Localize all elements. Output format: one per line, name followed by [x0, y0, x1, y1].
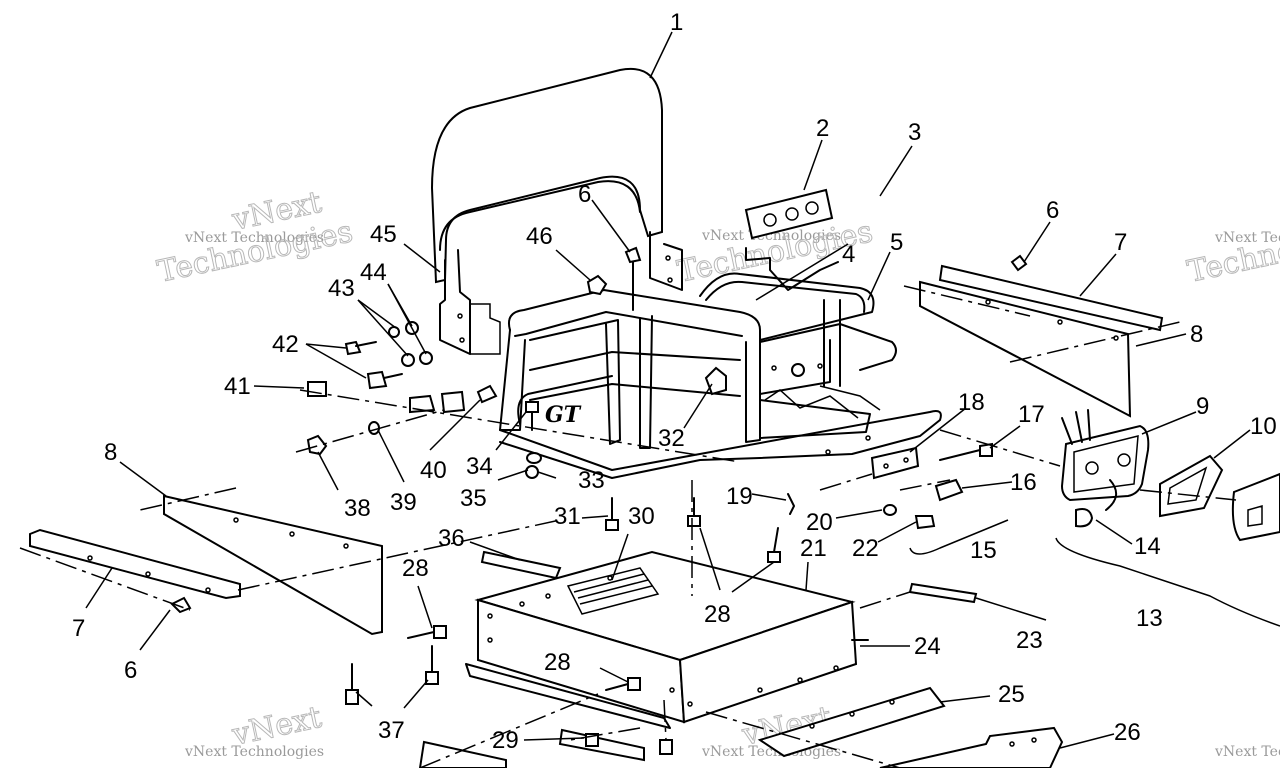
watermark-small: vNext Technologies	[184, 744, 324, 760]
left-side-panel	[29, 494, 383, 636]
callout-15: 15	[970, 537, 997, 564]
callout-34: 34	[466, 453, 493, 480]
leader-lines	[85, 31, 1251, 749]
hardware-left	[306, 246, 642, 479]
callout-1: 1	[670, 9, 683, 36]
callout-33: 33	[578, 467, 605, 494]
callout-41: 41	[224, 373, 251, 400]
watermark-small: vNext Technologies	[1214, 744, 1280, 760]
callout-26: 26	[1114, 719, 1141, 746]
callout-5: 5	[890, 229, 903, 256]
callout-6: 6	[1046, 197, 1059, 224]
callout-36: 36	[438, 525, 465, 552]
callout-37: 37	[378, 717, 405, 744]
callout-labels: 1 2 3 4 5 6 6 6 7 7 8 8 9 10 13 14 15 16…	[72, 9, 1277, 754]
callout-19: 19	[726, 483, 753, 510]
frame-badge: GT	[545, 402, 582, 428]
callout-44: 44	[360, 259, 387, 286]
callout-3: 3	[908, 119, 921, 146]
callout-18: 18	[958, 389, 985, 416]
callout-43: 43	[328, 275, 355, 302]
callout-4: 4	[842, 241, 855, 268]
storage-box	[465, 550, 869, 729]
callout-40: 40	[420, 457, 447, 484]
watermark-small: vNext Technologies	[701, 228, 841, 244]
callout-14: 14	[1134, 533, 1161, 560]
callout-20: 20	[806, 509, 833, 536]
callout-39: 39	[390, 489, 417, 516]
fasteners	[345, 497, 781, 755]
callout-6: 6	[578, 181, 591, 208]
right-side-panel	[919, 254, 1164, 418]
callout-16: 16	[1010, 469, 1037, 496]
callout-23: 23	[1016, 627, 1043, 654]
backrest	[430, 67, 683, 355]
hardware-right	[787, 442, 1009, 555]
callout-29: 29	[492, 727, 519, 754]
callout-6: 6	[124, 657, 137, 684]
callout-17: 17	[1018, 401, 1045, 428]
callout-8: 8	[104, 439, 117, 466]
callout-7: 7	[72, 615, 85, 642]
callout-42: 42	[272, 331, 299, 358]
callout-2: 2	[816, 115, 829, 142]
callout-7: 7	[1114, 229, 1127, 256]
callout-31: 31	[554, 503, 581, 530]
watermark-small: vNext Technologies	[184, 230, 324, 246]
callout-21: 21	[800, 535, 827, 562]
callout-28: 28	[544, 649, 571, 676]
callout-30: 30	[628, 503, 655, 530]
callout-9: 9	[1196, 393, 1209, 420]
callout-25: 25	[998, 681, 1025, 708]
callout-22: 22	[852, 535, 879, 562]
callout-45: 45	[370, 221, 397, 248]
callout-35: 35	[460, 485, 487, 512]
callout-38: 38	[344, 495, 371, 522]
callout-13: 13	[1136, 605, 1163, 632]
callout-28: 28	[402, 555, 429, 582]
callout-46: 46	[526, 223, 553, 250]
bottom-rails	[757, 686, 1064, 768]
watermark-big: Technologies	[1184, 214, 1280, 290]
watermark-small: vNext Technologies	[1214, 230, 1280, 246]
tail-light	[1055, 409, 1280, 627]
callout-24: 24	[914, 633, 941, 660]
callout-32: 32	[658, 425, 685, 452]
plate	[744, 188, 839, 291]
callout-28: 28	[704, 601, 731, 628]
callout-8: 8	[1190, 321, 1203, 348]
callout-10: 10	[1250, 413, 1277, 440]
rack-frame: GT	[499, 272, 942, 479]
